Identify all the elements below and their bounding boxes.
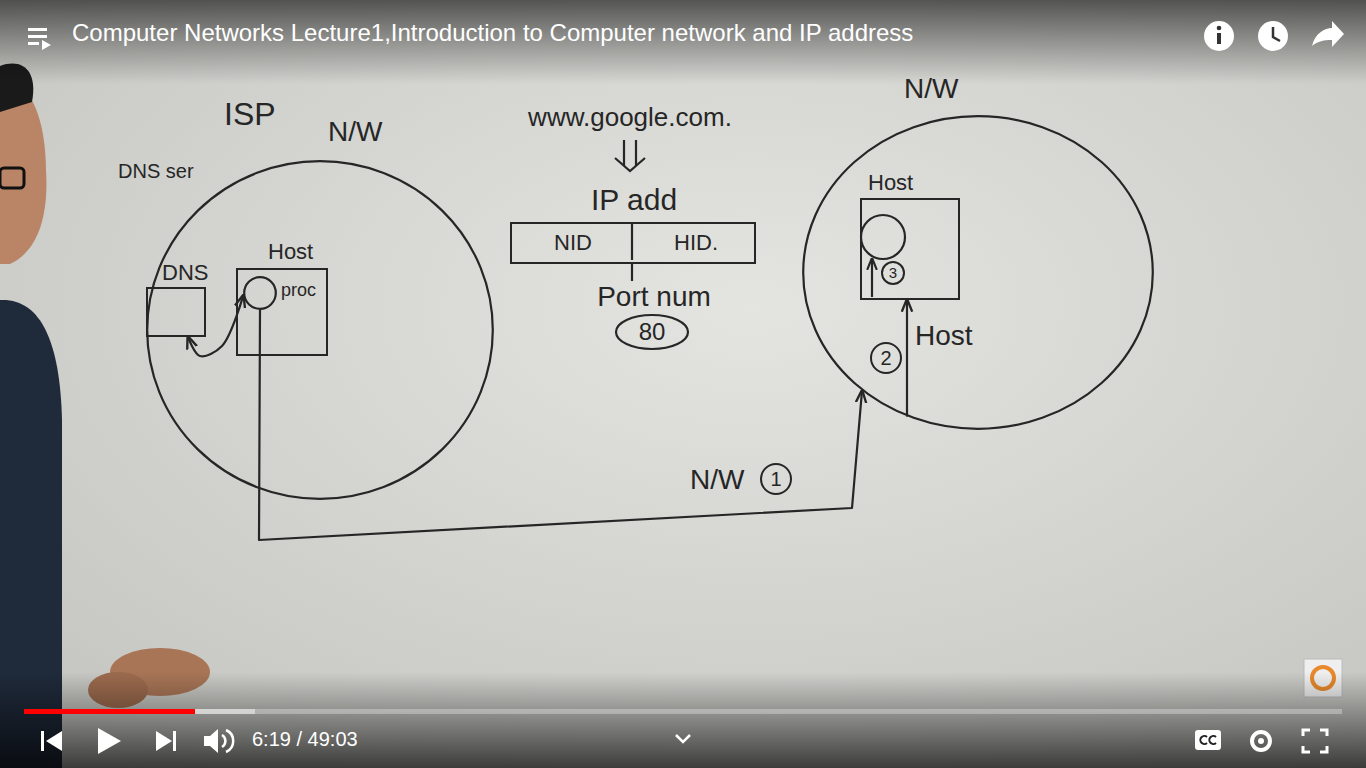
port-text: Port num: [597, 281, 711, 313]
text-slot: 80: [639, 318, 666, 346]
connector: [906, 300, 908, 417]
captions-icon: [1195, 730, 1221, 750]
node-outline-ellipse: [244, 277, 276, 309]
next-button: [156, 731, 176, 751]
text-slot: HID.: [674, 230, 718, 255]
node-outline-ellipse: [803, 116, 1153, 429]
progress-played: [24, 709, 195, 714]
text-slot: Host: [268, 239, 313, 264]
ip-address-bar: IP addNIDHID.: [510, 222, 756, 264]
process-circle: [861, 215, 905, 259]
double-arrow-head: [615, 158, 645, 171]
text-slot: ISP: [224, 96, 276, 133]
connector: [631, 264, 633, 281]
text-slot: Host: [868, 170, 913, 195]
text-slot: N/W: [328, 116, 382, 148]
node-outline: [802, 115, 1154, 430]
watch-later-icon: [1258, 21, 1288, 51]
connector: [259, 310, 862, 540]
network-label: ISP: [224, 96, 276, 133]
text-slot: IP add: [591, 183, 677, 218]
port-number-group: Port num 80: [578, 281, 730, 353]
host-box: Host: [860, 198, 960, 300]
address-part: IP add: [591, 183, 677, 218]
playlist-icon: [28, 28, 51, 50]
text-slot: DNS ser: [118, 160, 194, 183]
node-outline-ellipse: [147, 161, 493, 499]
double-arrow-stem: [623, 140, 625, 166]
box-heading: DNS: [162, 260, 208, 285]
text-slot: 1: [770, 468, 781, 491]
dns-server-note: DNS ser: [118, 160, 194, 183]
text-slot: Port num: [597, 281, 711, 313]
node-outline: [243, 276, 277, 310]
info-icon: [1204, 21, 1234, 51]
text-slot: 3: [889, 264, 897, 281]
port-oval: [616, 315, 688, 349]
bottom-shade: [0, 672, 1366, 768]
url-text: www.google.com.: [528, 103, 732, 133]
fullscreen-icon: [1303, 730, 1327, 752]
share-icon: [1312, 21, 1344, 47]
text-slot: 6:19 / 49:03: [252, 728, 358, 751]
callout-number: 3: [889, 264, 897, 281]
play-button: [98, 728, 121, 754]
settings-icon: [1252, 732, 1270, 750]
progress-track: [24, 709, 1342, 714]
address-part: NID: [554, 230, 592, 255]
address-part: HID.: [674, 230, 718, 255]
top-shade: [0, 0, 1366, 84]
connector: [188, 296, 243, 357]
progress-buffer: [24, 709, 255, 714]
callout-circle: [882, 262, 904, 284]
text-slot: DNS: [162, 260, 208, 285]
network-heading: N/W: [904, 73, 958, 105]
text-slot: N/W: [904, 73, 958, 105]
process-label: proc: [281, 280, 316, 301]
box-heading: Host: [868, 170, 913, 195]
callout-circle: [761, 464, 791, 494]
host-box: Hostproc: [236, 268, 328, 356]
address-divider: [631, 222, 633, 260]
connector-label: N/W: [690, 464, 744, 496]
video-time: 6:19 / 49:03: [252, 728, 358, 751]
callout-number: 2: [880, 347, 891, 370]
dns-server-box: DNS: [146, 287, 206, 337]
text-slot: 2: [880, 347, 891, 370]
text-slot: proc: [281, 280, 316, 301]
text-slot: N/W: [690, 464, 744, 496]
text-slot: Host: [915, 320, 973, 352]
previous-button: [41, 731, 62, 751]
process-circle: proc: [243, 276, 277, 310]
chevron-icon: [676, 735, 690, 742]
volume-icon: [204, 729, 233, 753]
connector-label: Host: [915, 320, 973, 352]
box-heading: Host: [268, 239, 313, 264]
node-outline: [146, 160, 494, 500]
network-heading: N/W: [328, 116, 382, 148]
network-circle: N/WHost: [802, 115, 1154, 430]
callout-circle: [871, 343, 901, 373]
presenter-glasses: [0, 168, 24, 188]
network-circle: N/WDNSHostproc: [146, 160, 494, 500]
text-slot: Computer Networks Lecture1,Introduction …: [72, 19, 913, 47]
text-slot: NID: [554, 230, 592, 255]
video-title: Computer Networks Lecture1,Introduction …: [72, 19, 913, 47]
port-text: 80: [639, 318, 666, 346]
double-arrow-stem: [635, 140, 637, 166]
delivery-arrow: [871, 259, 873, 297]
callout-number: 1: [770, 468, 781, 491]
text-slot: www.google.com.: [528, 103, 732, 133]
